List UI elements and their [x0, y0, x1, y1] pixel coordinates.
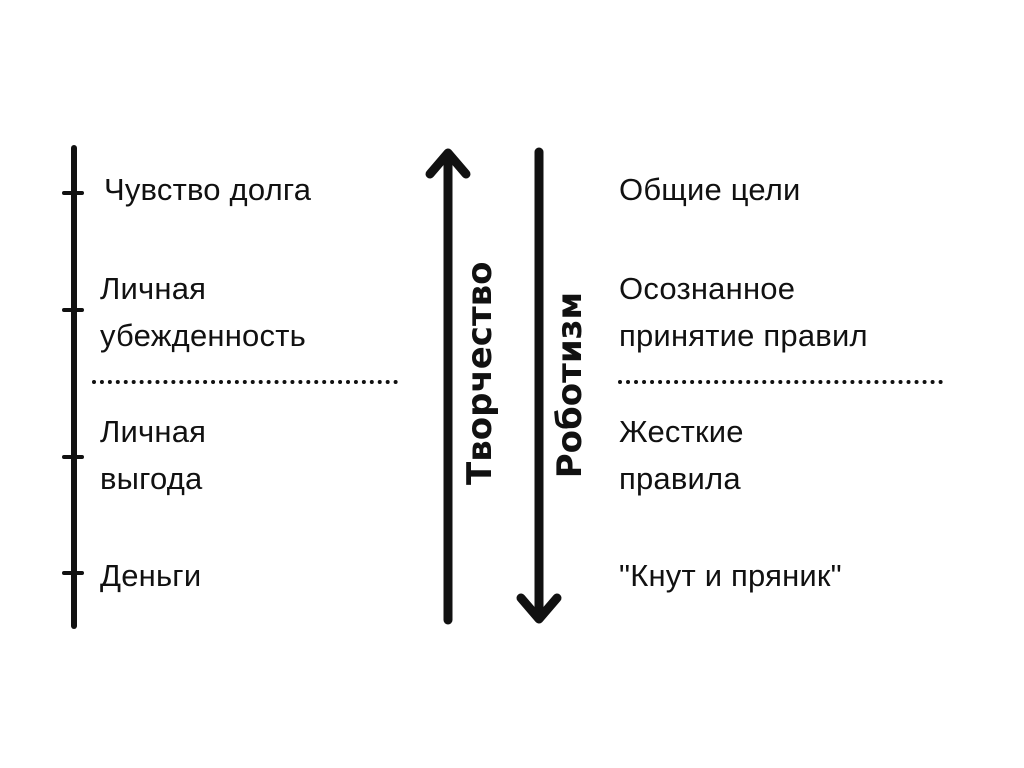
- down-arrow-label: Роботизм: [550, 291, 590, 479]
- left-item-3: Личная выгода: [100, 408, 206, 502]
- left-item-1-line-1: Чувство долга: [104, 172, 312, 207]
- right-item-4-line-1: "Кнут и пряник": [619, 558, 842, 593]
- right-item-3-line-2: правила: [619, 461, 741, 496]
- left-item-3-line-1: Личная: [100, 414, 207, 449]
- right-item-2-line-1: Осознанное: [619, 271, 796, 306]
- left-item-4-line-1: Деньги: [100, 558, 202, 593]
- right-item-2: Осознанное принятие правил: [619, 265, 868, 359]
- left-item-2-line-1: Личная: [100, 271, 207, 306]
- up-arrow: [425, 148, 471, 625]
- right-item-1: Общие цели: [619, 166, 801, 213]
- left-item-4: Деньги: [100, 552, 201, 599]
- down-arrow-head: [516, 593, 562, 624]
- left-scale: [62, 145, 84, 629]
- up-arrow-label: Творчество: [460, 261, 500, 485]
- left-item-1: Чувство долга: [104, 166, 311, 213]
- right-item-3: Жесткие правила: [619, 408, 744, 502]
- right-item-1-line-1: Общие цели: [619, 172, 801, 207]
- left-item-2-line-2: убежденность: [100, 318, 306, 353]
- right-item-4: "Кнут и пряник": [619, 552, 842, 599]
- left-item-2: Личная убежденность: [100, 265, 306, 359]
- down-arrow: [516, 147, 562, 624]
- right-item-3-line-1: Жесткие: [619, 414, 744, 449]
- right-item-2-line-2: принятие правил: [619, 318, 868, 353]
- left-dotted-separator: [92, 380, 398, 384]
- left-item-3-line-2: выгода: [100, 461, 203, 496]
- right-dotted-separator: [618, 380, 943, 384]
- up-arrow-head: [425, 148, 471, 179]
